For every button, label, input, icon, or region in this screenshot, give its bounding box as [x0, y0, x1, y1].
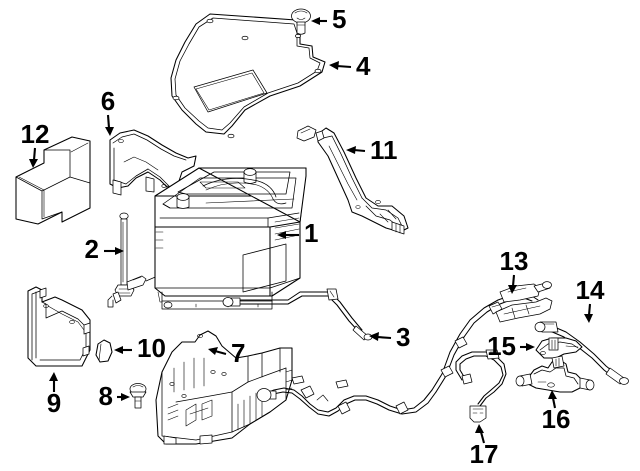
part-16-battery-current-sensor	[515, 355, 595, 393]
part-5-insulator-retainer-bolt	[291, 8, 311, 35]
callout-10: 10	[114, 333, 166, 363]
part-2-battery-hold-down-bolt	[107, 212, 161, 308]
callout-13: 13	[500, 246, 529, 294]
part-12-battery-insulation-shield	[15, 136, 91, 225]
callout-4-label: 4	[356, 51, 371, 81]
part-8-battery-tray-bolt	[129, 383, 147, 409]
part-13-positive-battery-cable	[256, 281, 553, 417]
part-4-battery-insulator-mat	[170, 13, 326, 139]
callout-9: 9	[47, 372, 61, 418]
part-9-battery-side-cover	[27, 286, 91, 367]
callout-15-label: 15	[487, 331, 516, 361]
callout-14-label: 14	[576, 275, 605, 305]
callout-14: 14	[576, 275, 605, 323]
part-11-battery-support-bracket	[296, 125, 409, 235]
part-10-tray-plug-grommet	[95, 339, 113, 363]
part-1-battery	[154, 167, 307, 310]
callout-11-label: 11	[370, 135, 398, 165]
callout-17: 17	[470, 424, 499, 469]
callout-3: 3	[369, 322, 410, 352]
callout-7: 7	[208, 338, 245, 368]
callout-16-label: 16	[542, 404, 571, 434]
callout-1-label: 1	[304, 218, 318, 248]
callout-5-label: 5	[332, 4, 346, 34]
callout-17-label: 17	[470, 439, 499, 469]
callout-3-label: 3	[396, 322, 410, 352]
callout-13-label: 13	[500, 246, 529, 276]
callout-9-label: 9	[47, 388, 61, 418]
callout-10-label: 10	[137, 333, 166, 363]
callout-16: 16	[542, 390, 571, 434]
callout-7-label: 7	[231, 338, 245, 368]
part-7-battery-tray	[155, 330, 293, 445]
callout-4: 4	[329, 51, 371, 81]
callout-5: 5	[311, 4, 346, 34]
callout-8: 8	[99, 381, 130, 411]
callout-12: 12	[21, 119, 50, 168]
part-3-negative-battery-cable	[222, 288, 373, 341]
callout-8-label: 8	[99, 381, 113, 411]
callout-2: 2	[85, 234, 124, 264]
callout-2-label: 2	[85, 234, 99, 264]
callout-6: 6	[101, 86, 115, 136]
part-17-battery-sensor-wire-harness	[455, 349, 507, 423]
callout-1: 1	[277, 218, 318, 248]
part-14-ground-cable	[534, 321, 629, 385]
callout-6-label: 6	[101, 86, 115, 116]
callout-11: 11	[346, 135, 398, 165]
callout-group: 1 2 3 4 5	[21, 4, 605, 469]
callout-12-label: 12	[21, 119, 50, 149]
callout-15: 15	[487, 331, 535, 361]
part-15-cable-retaining-bracket	[535, 337, 583, 359]
